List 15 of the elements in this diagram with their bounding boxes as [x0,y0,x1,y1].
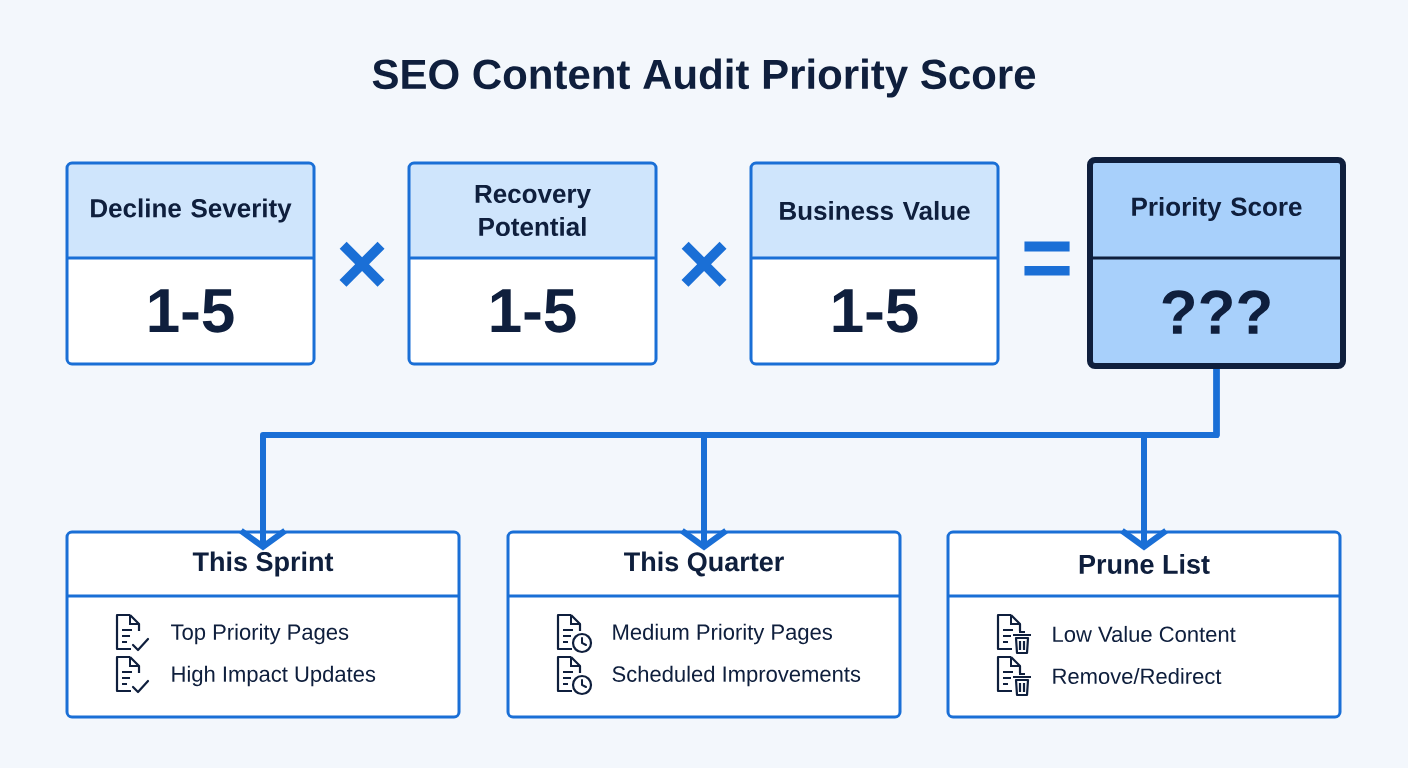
factor-box: Priority Score ??? [1087,157,1346,369]
item-text: Medium Priority Pages [613,623,832,645]
factor-box: Recovery Potential 1-5 [407,161,658,366]
operator-sign: = [1024,241,1070,276]
item-text: Remove/Redirect [1053,667,1222,685]
operator-sign: × [339,241,385,287]
item-text: Top Priority Pages [171,623,349,645]
arrow [1120,369,1220,551]
item-text: Low Value Content [1053,625,1236,643]
title: SEO Content Audit Priority Score [372,58,1036,98]
item-text: Scheduled Improvements [612,665,861,687]
factor-box: Decline Severity 1-5 [65,161,316,366]
item-text: High Impact Updates [172,665,376,687]
operator-sign: × [681,241,727,287]
factor-box: Business Value 1-5 [749,161,1000,366]
